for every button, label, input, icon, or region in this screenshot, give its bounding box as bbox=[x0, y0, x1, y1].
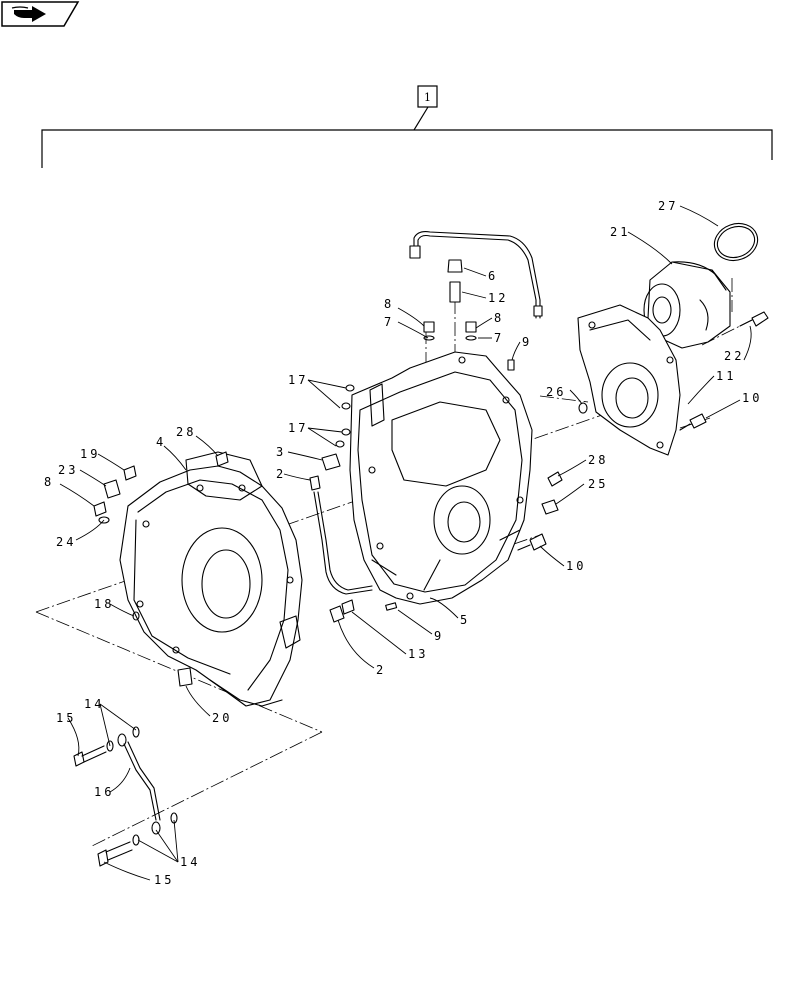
part-15-bolt-lower bbox=[97, 841, 133, 867]
part-9-pin-top bbox=[507, 359, 515, 371]
part-28-bolt-right bbox=[547, 471, 563, 487]
callout-9-lower: 9 bbox=[434, 629, 444, 643]
part-13-oil-line bbox=[313, 491, 373, 595]
callout-24: 24 bbox=[56, 535, 76, 549]
part-23-plug bbox=[103, 479, 121, 499]
callout-10-lower: 10 bbox=[566, 559, 586, 573]
part-6-cap bbox=[447, 259, 463, 273]
callout-10-right: 10 bbox=[742, 391, 762, 405]
part-14-washer-upper bbox=[106, 726, 140, 752]
part-7-seal-b bbox=[465, 335, 477, 341]
part-2-fitting-bottom bbox=[329, 599, 355, 623]
part-25-nut bbox=[541, 499, 559, 515]
part-21-housing bbox=[643, 261, 731, 349]
part-19-bolt bbox=[123, 465, 137, 481]
callout-28-top: 28 bbox=[176, 425, 196, 439]
callout-22: 22 bbox=[724, 349, 744, 363]
part-10-bolt-lower bbox=[517, 533, 547, 551]
callout-9-top: 9 bbox=[522, 335, 532, 349]
callout-13: 13 bbox=[408, 647, 428, 661]
part-24-seal bbox=[98, 516, 110, 524]
part-26-washer bbox=[578, 402, 588, 414]
callout-19: 19 bbox=[80, 447, 100, 461]
callout-14-upper: 14 bbox=[84, 697, 104, 711]
part-27-o-ring bbox=[713, 222, 759, 262]
part-16-breather-tube bbox=[123, 741, 161, 821]
callout-8-top-left: 8 bbox=[384, 297, 394, 311]
callout-20: 20 bbox=[212, 711, 232, 725]
book-arrow-icon[interactable] bbox=[1, 1, 80, 27]
callout-5: 5 bbox=[460, 613, 470, 627]
callout-4: 4 bbox=[156, 435, 166, 449]
part-8-plug-left bbox=[93, 501, 107, 517]
assembly-bracket bbox=[413, 106, 429, 131]
part-3-plug bbox=[321, 453, 341, 471]
part-12-sleeve bbox=[449, 281, 461, 303]
part-15-bolt-upper bbox=[73, 745, 107, 767]
part-4-bell-housing bbox=[119, 451, 303, 707]
callout-25: 25 bbox=[588, 477, 608, 491]
part-2-fitting-top bbox=[309, 475, 321, 491]
callout-12: 12 bbox=[488, 291, 508, 305]
callout-17-upper: 17 bbox=[288, 373, 308, 387]
part-oil-tube-top bbox=[409, 231, 543, 319]
part-11-cover-plate bbox=[577, 304, 681, 456]
callout-17-lower: 17 bbox=[288, 421, 308, 435]
callout-28-right: 28 bbox=[588, 453, 608, 467]
assembly-reference: 1 bbox=[41, 85, 773, 168]
part-7-seal-a bbox=[423, 335, 435, 341]
callout-14-lower: 14 bbox=[180, 855, 200, 869]
assembly-ref-number: 1 bbox=[424, 91, 431, 104]
callout-27: 27 bbox=[658, 199, 678, 213]
callout-2-lower: 2 bbox=[376, 663, 386, 677]
callout-8-top-right: 8 bbox=[494, 311, 504, 325]
callout-16: 16 bbox=[94, 785, 114, 799]
callout-15-lower: 15 bbox=[154, 873, 174, 887]
callout-11: 11 bbox=[716, 369, 736, 383]
callout-26: 26 bbox=[546, 385, 566, 399]
part-8-plug-a bbox=[423, 321, 435, 333]
callout-3: 3 bbox=[276, 445, 286, 459]
part-22-bolt bbox=[739, 311, 769, 327]
callout-labels: 27 21 6 12 8 7 8 7 9 22 11 26 10 17 17 2… bbox=[44, 199, 762, 887]
callout-7-top-right: 7 bbox=[494, 331, 504, 345]
callout-21: 21 bbox=[610, 225, 630, 239]
callout-6: 6 bbox=[488, 269, 498, 283]
callout-8-left: 8 bbox=[44, 475, 54, 489]
callout-15-upper: 15 bbox=[56, 711, 76, 725]
part-8-plug-b bbox=[465, 321, 477, 333]
leader-lines bbox=[59, 205, 752, 881]
part-28-bolt-top bbox=[215, 451, 229, 467]
part-20-drain-plug bbox=[177, 667, 193, 687]
callout-18: 18 bbox=[94, 597, 114, 611]
part-9-pin-lower bbox=[385, 602, 398, 611]
callout-2-upper: 2 bbox=[276, 467, 286, 481]
callout-23: 23 bbox=[58, 463, 78, 477]
part-10-bolt-right bbox=[679, 413, 707, 431]
callout-7-top-left: 7 bbox=[384, 315, 394, 329]
part-5-main-housing bbox=[349, 351, 533, 605]
